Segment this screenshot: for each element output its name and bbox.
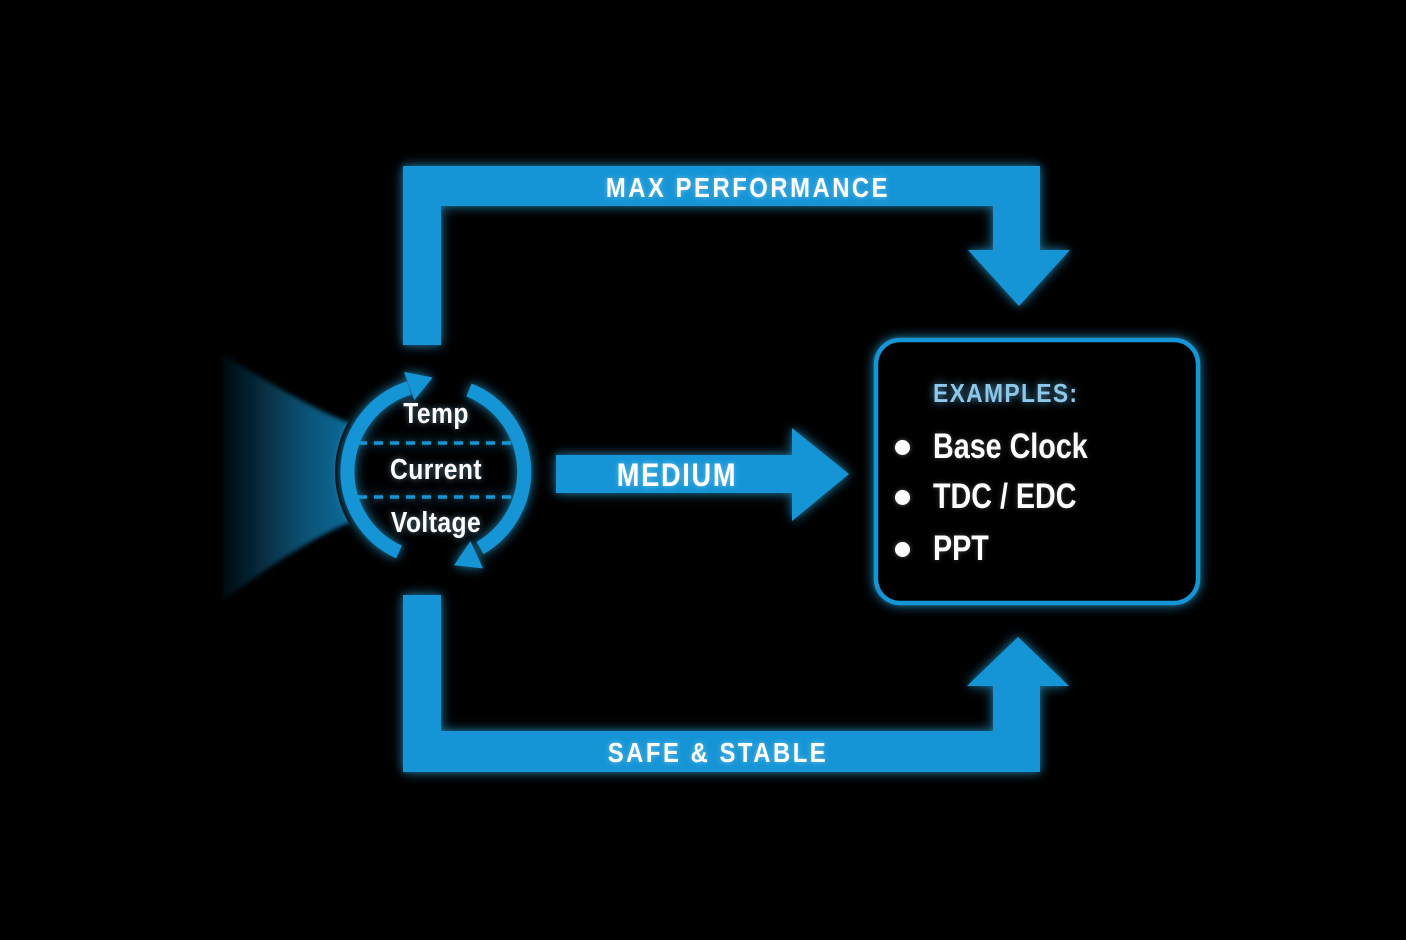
medium-arrow (556, 428, 849, 521)
example-item-base-clock: Base Clock (933, 427, 1088, 466)
examples-heading: EXAMPLES: (933, 378, 1079, 408)
cycle-arrowhead-top (404, 371, 433, 401)
max-performance-pipe (403, 166, 1070, 345)
examples-box (873, 337, 1201, 606)
max-performance-label: MAX PERFORMANCE (605, 172, 891, 203)
cycle-arc-left (340, 381, 412, 559)
safe-stable-label: SAFE & STABLE (607, 737, 829, 768)
medium-label: MEDIUM (616, 457, 738, 493)
cycle-item-current: Current (390, 454, 482, 486)
cycle-arc-right (466, 383, 532, 555)
safe-stable-pipe (403, 595, 1069, 772)
cycle-disc (335, 371, 537, 573)
bullet-icon (895, 440, 910, 455)
cycle-item-temp: Temp (403, 398, 469, 430)
bullet-icon (895, 490, 910, 505)
cycle-arrowhead-bottom (454, 541, 484, 569)
input-beam (222, 354, 430, 601)
example-item-ppt: PPT (933, 529, 989, 568)
example-item-tdc-edc: TDC / EDC (933, 477, 1077, 516)
bullet-icon (895, 542, 910, 557)
cycle-item-voltage: Voltage (390, 507, 482, 539)
